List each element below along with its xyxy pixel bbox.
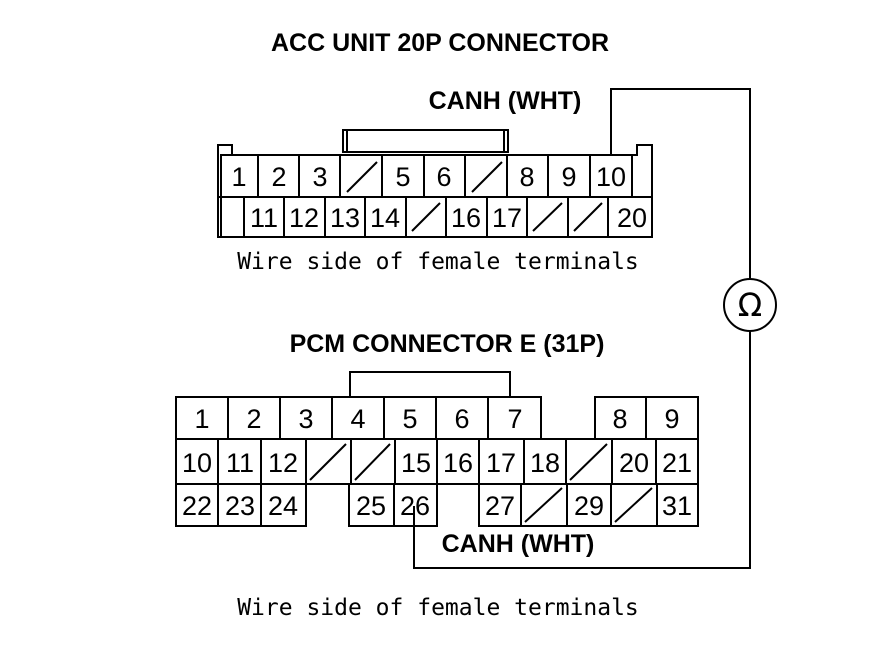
svg-text:16: 16	[451, 203, 481, 233]
svg-text:7: 7	[507, 404, 522, 434]
acc-connector-title: ACC UNIT 20P CONNECTOR	[271, 29, 609, 57]
svg-text:9: 9	[664, 404, 679, 434]
svg-text:2: 2	[271, 162, 286, 192]
svg-text:13: 13	[330, 203, 360, 233]
acc-terminal	[220, 154, 259, 198]
svg-text:6: 6	[454, 404, 469, 434]
pcm-connector-title: PCM CONNECTOR E (31P)	[290, 330, 605, 358]
svg-text:8: 8	[519, 162, 534, 192]
svg-text:14: 14	[370, 203, 400, 233]
svg-text:23: 23	[225, 491, 255, 521]
pcm-terminal	[393, 483, 438, 527]
svg-text:5: 5	[395, 162, 410, 192]
pcm-lock-tab	[349, 371, 511, 397]
acc-terminal	[506, 154, 549, 198]
svg-text:21: 21	[662, 448, 692, 478]
pcm-blank-slash	[354, 443, 391, 481]
acc-blank-slash	[532, 202, 563, 232]
pcm-terminal	[655, 438, 699, 485]
test-leads	[413, 88, 751, 569]
pcm-terminal	[656, 483, 699, 527]
svg-text:22: 22	[182, 491, 212, 521]
pcm-terminal	[487, 396, 542, 440]
svg-text:12: 12	[289, 203, 319, 233]
acc-terminal	[607, 196, 653, 238]
acc-empty-terminal	[339, 154, 383, 198]
acc-wire-side-caption: Wire side of female terminals	[237, 249, 639, 275]
svg-text:8: 8	[612, 404, 627, 434]
acc-row-1: 1 2 3 5 6 8 9 10	[220, 154, 633, 198]
pcm-wire-side-caption: Wire side of female terminals	[237, 595, 639, 621]
pcm-wire-label: CANH (WHT)	[442, 530, 595, 558]
svg-text:11: 11	[250, 203, 278, 233]
acc-test-lead	[610, 88, 751, 278]
svg-text:10: 10	[182, 448, 212, 478]
acc-terminal	[445, 196, 488, 238]
svg-text:6: 6	[436, 162, 451, 192]
acc-terminal	[298, 154, 341, 198]
acc-lock-tab	[342, 129, 509, 153]
svg-text:1: 1	[231, 162, 246, 192]
svg-text:17: 17	[486, 448, 516, 478]
pcm-terminal	[394, 438, 438, 485]
svg-text:16: 16	[443, 448, 473, 478]
pcm-terminal	[566, 483, 612, 527]
acc-terminal	[364, 196, 407, 238]
pcm-connector: 1 2 3 4 5 6 7 8 9 10	[175, 371, 699, 527]
svg-text:10: 10	[596, 162, 626, 192]
svg-text:31: 31	[662, 491, 692, 521]
pcm-terminal	[478, 483, 522, 527]
svg-text:25: 25	[356, 491, 386, 521]
acc-terminal	[283, 196, 326, 238]
svg-text:11: 11	[226, 448, 254, 478]
acc-connector: 1 2 3 5 6 8 9 10 11 12 13	[217, 129, 653, 238]
svg-text:3: 3	[298, 404, 313, 434]
pcm-terminal	[217, 438, 262, 485]
ohm-symbol: Ω	[738, 286, 762, 324]
pcm-terminal	[175, 438, 219, 485]
pcm-terminal	[435, 396, 489, 440]
acc-blank-slash	[346, 161, 378, 193]
svg-text:15: 15	[401, 448, 431, 478]
svg-text:4: 4	[350, 404, 365, 434]
svg-text:12: 12	[268, 448, 298, 478]
ohmmeter-icon	[723, 278, 777, 332]
svg-text:27: 27	[485, 491, 515, 521]
acc-terminal	[324, 196, 366, 238]
svg-text:20: 20	[619, 448, 649, 478]
pcm-terminal	[227, 396, 281, 440]
ohmmeter: Ω	[723, 278, 777, 332]
pcm-blank-slash	[614, 487, 653, 523]
svg-text:18: 18	[530, 448, 560, 478]
pcm-blank-slash	[309, 443, 347, 481]
svg-text:2: 2	[246, 404, 261, 434]
pcm-test-lead	[413, 331, 751, 569]
acc-blank-slash	[573, 202, 603, 232]
svg-text:24: 24	[268, 491, 298, 521]
acc-terminal	[589, 154, 633, 198]
svg-text:3: 3	[312, 162, 327, 192]
pcm-blank-slash	[524, 487, 563, 523]
acc-wire-label: CANH (WHT)	[429, 87, 582, 115]
svg-text:1: 1	[194, 404, 209, 434]
pcm-terminal	[348, 483, 395, 527]
pcm-row-1: 1 2 3 4 5 6 7 8 9	[175, 396, 699, 440]
acc-terminal	[243, 196, 285, 238]
svg-text:29: 29	[574, 491, 604, 521]
pcm-row-2: 10 11 12 15 16 17 18 20 21	[175, 438, 699, 485]
svg-text:20: 20	[617, 203, 647, 233]
acc-row-2: 11 12 13 14 16 17 20	[220, 196, 653, 238]
pcm-blank-slash	[569, 443, 608, 481]
svg-text:5: 5	[402, 404, 417, 434]
acc-filler	[220, 196, 245, 238]
svg-text:17: 17	[492, 203, 522, 233]
acc-empty-terminal	[464, 154, 508, 198]
pcm-row-3: 22 23 24 25 26 27 29 31	[175, 483, 699, 527]
svg-text:9: 9	[561, 162, 576, 192]
acc-blank-slash	[411, 202, 441, 232]
pcm-terminal	[260, 483, 307, 527]
acc-blank-slash	[471, 161, 503, 193]
